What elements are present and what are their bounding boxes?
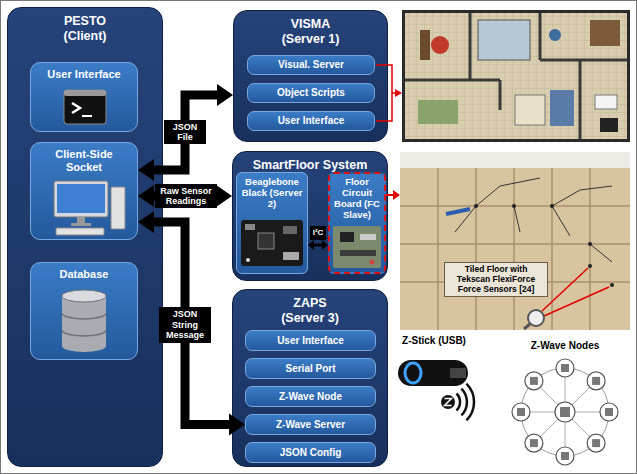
edge-label: JSON String Message — [159, 307, 211, 342]
connector-line — [313, 244, 323, 247]
arrow-head — [216, 185, 232, 207]
node-label: Database — [60, 268, 109, 281]
module-box: JSON Config — [245, 442, 376, 463]
arrow-head — [322, 240, 328, 250]
server-panel: VISMA (Server 1) Visual. ServerObject Scr… — [233, 10, 388, 142]
node-label: Z-Wave Node — [279, 391, 342, 403]
device-box: Z-Stick (USB) — [392, 333, 476, 393]
node-label: Object Scripts — [277, 87, 345, 99]
module-box: Serial Port — [245, 358, 376, 379]
connector-line — [152, 95, 220, 170]
node-label: JSON Config — [280, 447, 342, 459]
node-label: Visual. Server — [278, 59, 344, 71]
edge-label-holder: JSON String Message — [159, 307, 211, 342]
node-label: User Interface — [277, 335, 344, 347]
node-label: Z-Stick (USB) — [402, 335, 466, 347]
arrow-head — [138, 211, 154, 233]
edge-label: I²C — [310, 226, 327, 239]
photo-box: Tiled Floor with Tekscan FlexiForce Forc… — [400, 152, 630, 330]
floor-plan-render — [402, 10, 630, 142]
connector-line — [386, 194, 394, 196]
edge-label: JSON File — [164, 120, 206, 145]
edge-label-holder: JSON File — [164, 120, 206, 145]
connector-arrow — [386, 190, 400, 200]
node-label: Serial Port — [285, 363, 335, 375]
arrow-head — [138, 185, 154, 207]
node-label: User Interface — [47, 68, 120, 81]
module-box: Z-Wave Node — [245, 386, 376, 407]
arrow-head — [138, 159, 154, 181]
module-box: Z-Wave Server — [245, 414, 376, 435]
node-label: Tiled Floor with Tekscan FlexiForce Forc… — [444, 262, 548, 297]
node-label: VISMA (Server 1) — [274, 17, 348, 47]
node-label: Z-Wave Server — [276, 419, 345, 431]
arrow-head — [217, 84, 233, 106]
tiled-floor-photo — [400, 152, 630, 330]
beaglebone-board — [241, 220, 303, 266]
node-label: SmartFloor System — [253, 158, 368, 173]
node-label: Beaglebone Black (Server 2) — [239, 177, 305, 210]
module-box: User Interface — [247, 111, 375, 131]
arrow-head — [229, 414, 245, 436]
edge-label: Raw Sensor Readings — [155, 184, 217, 209]
edge-label-holder: I²C — [310, 226, 327, 239]
computer-icon — [54, 181, 125, 235]
module-box: Visual. Server — [247, 55, 375, 75]
network-box: Z-Wave Nodes — [498, 338, 632, 470]
module-box: Object Scripts — [247, 83, 375, 103]
node-label: Z-Wave Nodes — [531, 340, 600, 352]
arrow-head — [393, 190, 400, 200]
database-icon — [62, 290, 106, 352]
edge-label-holder: Raw Sensor Readings — [155, 184, 217, 209]
connector-arrow — [138, 84, 233, 181]
arrow-head — [308, 240, 314, 250]
connector-arrow — [138, 211, 245, 436]
server-panel: ZAPS (Server 3) User InterfaceSerial Port… — [232, 289, 388, 467]
floor-circuit-board — [333, 226, 381, 268]
node-label: PESTO (Client) — [53, 14, 117, 44]
client-panel: PESTO (Client) User InterfaceClient-Side … — [7, 7, 163, 467]
node-label: User Interface — [278, 115, 345, 127]
wireless-symbol — [441, 384, 474, 421]
z-stick-picture — [398, 360, 468, 386]
render-pointer — [376, 65, 402, 121]
connector-line — [152, 222, 232, 425]
node-label: Floor Circuit Board (FC Slave) — [330, 177, 384, 221]
module-box: User Interface — [245, 330, 376, 351]
node-label: ZAPS (Server 3) — [273, 296, 347, 326]
node-label: Client-Side Socket — [44, 148, 124, 174]
connector-arrow — [308, 240, 328, 250]
z-wave-network — [512, 359, 618, 465]
terminal-icon — [64, 90, 106, 124]
